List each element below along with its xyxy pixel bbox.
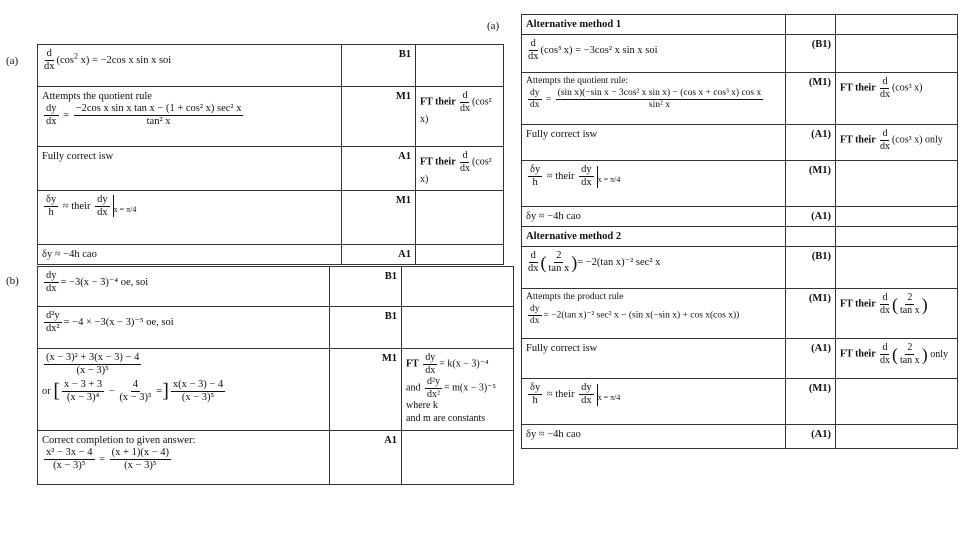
mark-cell: M1	[341, 189, 416, 245]
mark-cell: A1	[329, 430, 402, 485]
note-cell	[415, 44, 504, 87]
mark-cell: A1	[341, 146, 416, 191]
answer-cell: δy ≈ −4h cao	[521, 206, 786, 228]
note-cell	[401, 306, 514, 349]
answer-cell: δy ≈ −4h cao	[37, 243, 342, 265]
mark-cell: (B1)	[785, 246, 836, 290]
answer-cell: Fully correct isw	[37, 146, 342, 191]
part-label-a: (a)	[6, 55, 19, 67]
answer-cell: Fully correct isw	[521, 338, 786, 380]
mark-cell: M1	[329, 348, 402, 431]
note-cell	[401, 430, 514, 485]
section-header: Alternative method 2	[521, 226, 786, 248]
mark-cell: (A1)	[785, 338, 836, 380]
answer-cell: Fully correct isw	[521, 124, 786, 162]
mark-cell: (M1)	[785, 160, 836, 208]
note-cell	[415, 189, 504, 245]
note-cell	[835, 206, 958, 228]
table-row: Alternative method 2	[521, 226, 958, 248]
mark-cell: B1	[341, 44, 416, 87]
answer-cell: δy ≈ −4h cao	[521, 424, 786, 450]
answer-cell: Correct completion to given answer: x² −…	[37, 430, 330, 485]
mark-cell: B1	[329, 266, 402, 307]
note-cell	[401, 266, 514, 307]
mark-cell: (A1)	[785, 124, 836, 162]
part-label-b: (b)	[6, 275, 19, 287]
mark-cell: (M1)	[785, 72, 836, 126]
part-label-a-alt: (a)	[487, 20, 500, 32]
note-cell	[415, 243, 504, 265]
mark-cell: (A1)	[785, 424, 836, 450]
mark-cell: (M1)	[785, 288, 836, 340]
mark-cell: A1	[341, 243, 416, 265]
answer-cell: (x − 3)² + 3(x − 3) − 4(x − 3)⁵ or [x − …	[37, 348, 330, 431]
table-row: δy ≈ −4h cao A1	[37, 243, 504, 265]
table-row: Alternative method 1	[521, 13, 958, 36]
table-row: δy ≈ −4h cao (A1)	[521, 424, 958, 450]
table-row: δy ≈ −4h cao (A1)	[521, 206, 958, 228]
mark-cell: B1	[329, 306, 402, 349]
mark-cell: (A1)	[785, 206, 836, 228]
section-header: Alternative method 1	[521, 13, 786, 36]
table-row: (x − 3)² + 3(x − 3) − 4(x − 3)⁵ or [x − …	[37, 348, 514, 431]
note-cell	[835, 34, 958, 74]
note-cell	[835, 160, 958, 208]
mark-cell: (B1)	[785, 34, 836, 74]
note-cell	[835, 246, 958, 290]
note-cell	[835, 378, 958, 426]
mark-cell: M1	[341, 86, 416, 147]
mark-cell: (M1)	[785, 378, 836, 426]
table-row: Correct completion to given answer: x² −…	[37, 430, 514, 485]
note-cell	[835, 424, 958, 450]
